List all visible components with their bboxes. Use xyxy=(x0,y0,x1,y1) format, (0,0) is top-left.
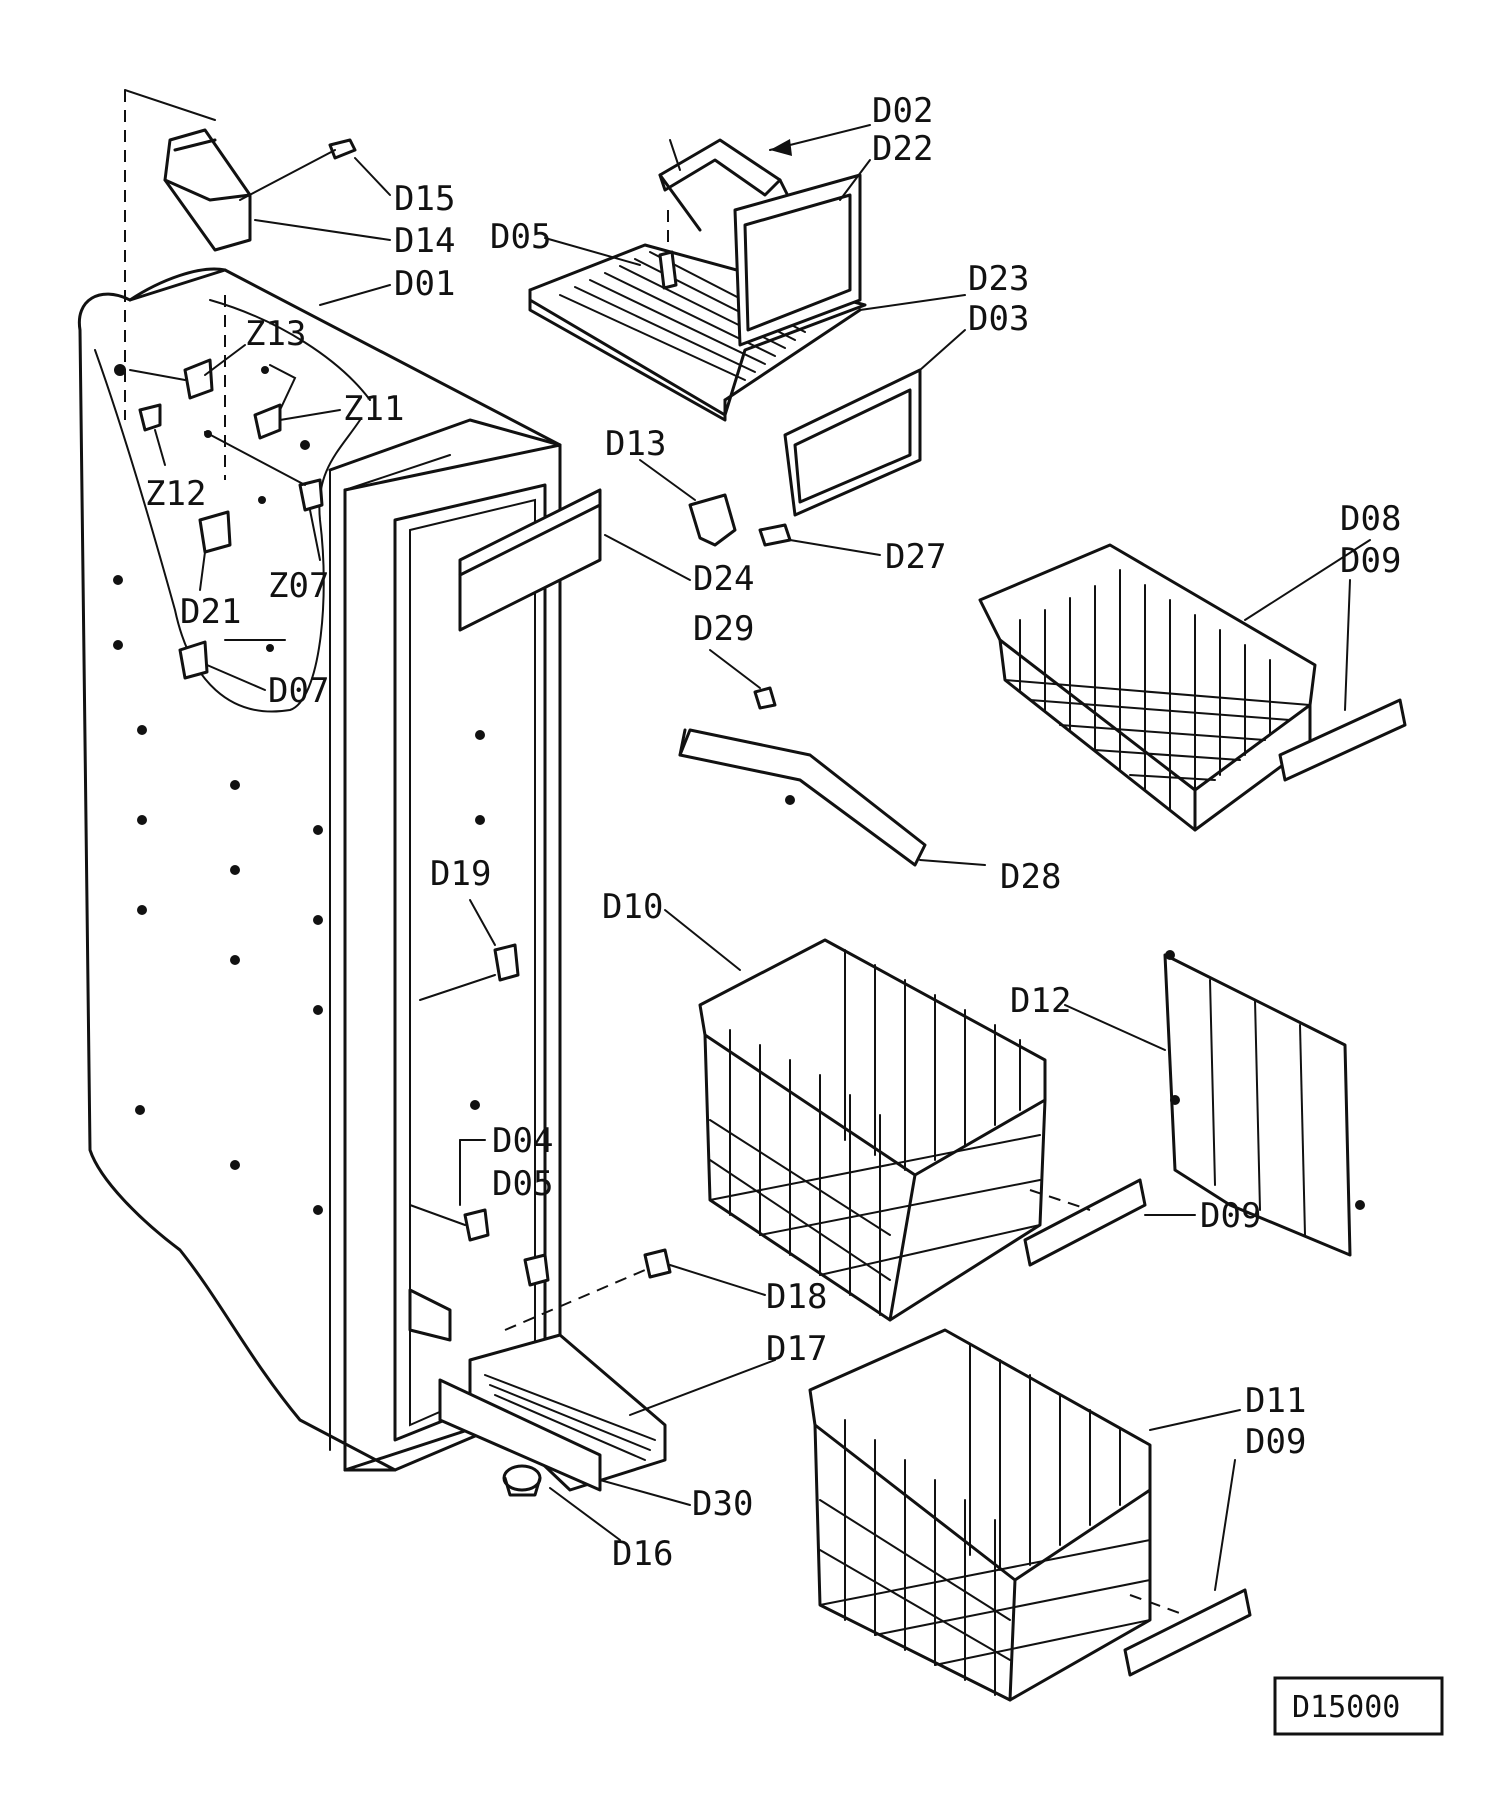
label-d27: D27 xyxy=(885,537,946,577)
label-d30: D30 xyxy=(692,1484,753,1524)
label-d11: D11 xyxy=(1245,1381,1306,1421)
part-d15-screw xyxy=(239,138,357,201)
part-d17-grille xyxy=(468,1333,667,1492)
part-d18-screw xyxy=(504,1248,672,1331)
part-d09-clip-upper xyxy=(1278,698,1407,782)
reference-code-box: D15000 xyxy=(1273,1676,1444,1736)
part-d09-clip-middle xyxy=(1023,1178,1147,1267)
label-d16: D16 xyxy=(612,1534,673,1574)
label-d08: D08 xyxy=(1340,499,1401,539)
label-d21: D21 xyxy=(180,592,241,632)
part-d14-bracket xyxy=(163,128,252,252)
label-d22: D22 xyxy=(872,129,933,169)
leader-lines xyxy=(154,124,1371,1591)
label-d15: D15 xyxy=(394,179,455,219)
basket-d08 xyxy=(978,543,1317,832)
part-d27-screw xyxy=(758,523,792,547)
part-d16-foot xyxy=(502,1464,542,1497)
label-d02: D02 xyxy=(872,91,933,131)
label-d07: D07 xyxy=(268,671,329,711)
label-d14: D14 xyxy=(394,221,455,261)
part-d24-trim xyxy=(458,488,602,632)
label-d09-a: D09 xyxy=(1340,541,1401,581)
part-d19-clip xyxy=(419,943,520,1001)
part-d28-rail xyxy=(678,728,927,867)
label-d10: D10 xyxy=(602,887,663,927)
label-d03: D03 xyxy=(968,299,1029,339)
basket-d10 xyxy=(698,938,1047,1322)
label-z12: Z12 xyxy=(145,474,206,514)
label-d29: D29 xyxy=(693,609,754,649)
divider-d12 xyxy=(1163,950,1365,1257)
label-d23: D23 xyxy=(968,259,1029,299)
label-d18: D18 xyxy=(766,1277,827,1317)
basket-d11 xyxy=(808,1328,1152,1702)
label-d05-top: D05 xyxy=(490,217,551,257)
label-d09-c: D09 xyxy=(1245,1422,1306,1462)
label-d01: D01 xyxy=(394,264,455,304)
label-d17: D17 xyxy=(766,1329,827,1369)
label-d28: D28 xyxy=(1000,857,1061,897)
label-d12: D12 xyxy=(1010,981,1071,1021)
label-z11: Z11 xyxy=(343,389,404,429)
callout-labels: D02 D22 D15 D14 D05 D01 D23 D03 Z13 Z11 … xyxy=(145,91,1401,1574)
label-d24: D24 xyxy=(693,559,754,599)
label-z13: Z13 xyxy=(245,314,306,354)
part-d29-screw xyxy=(753,686,777,710)
internal-components xyxy=(129,295,324,680)
cabinet-liner xyxy=(77,89,562,1472)
label-d09-b: D09 xyxy=(1200,1196,1261,1236)
label-z07: Z07 xyxy=(268,566,329,606)
label-d05-bottom: D05 xyxy=(492,1164,553,1204)
reference-code: D15000 xyxy=(1292,1690,1400,1725)
part-d13-clip xyxy=(688,493,737,547)
label-d19: D19 xyxy=(430,854,491,894)
lower-screws xyxy=(409,1204,550,1287)
label-d04: D04 xyxy=(492,1121,553,1161)
part-d09-clip-lower xyxy=(1123,1588,1252,1677)
ice-tray-assembly xyxy=(528,138,922,517)
part-d30-plate xyxy=(438,1378,602,1492)
label-d13: D13 xyxy=(605,424,666,464)
